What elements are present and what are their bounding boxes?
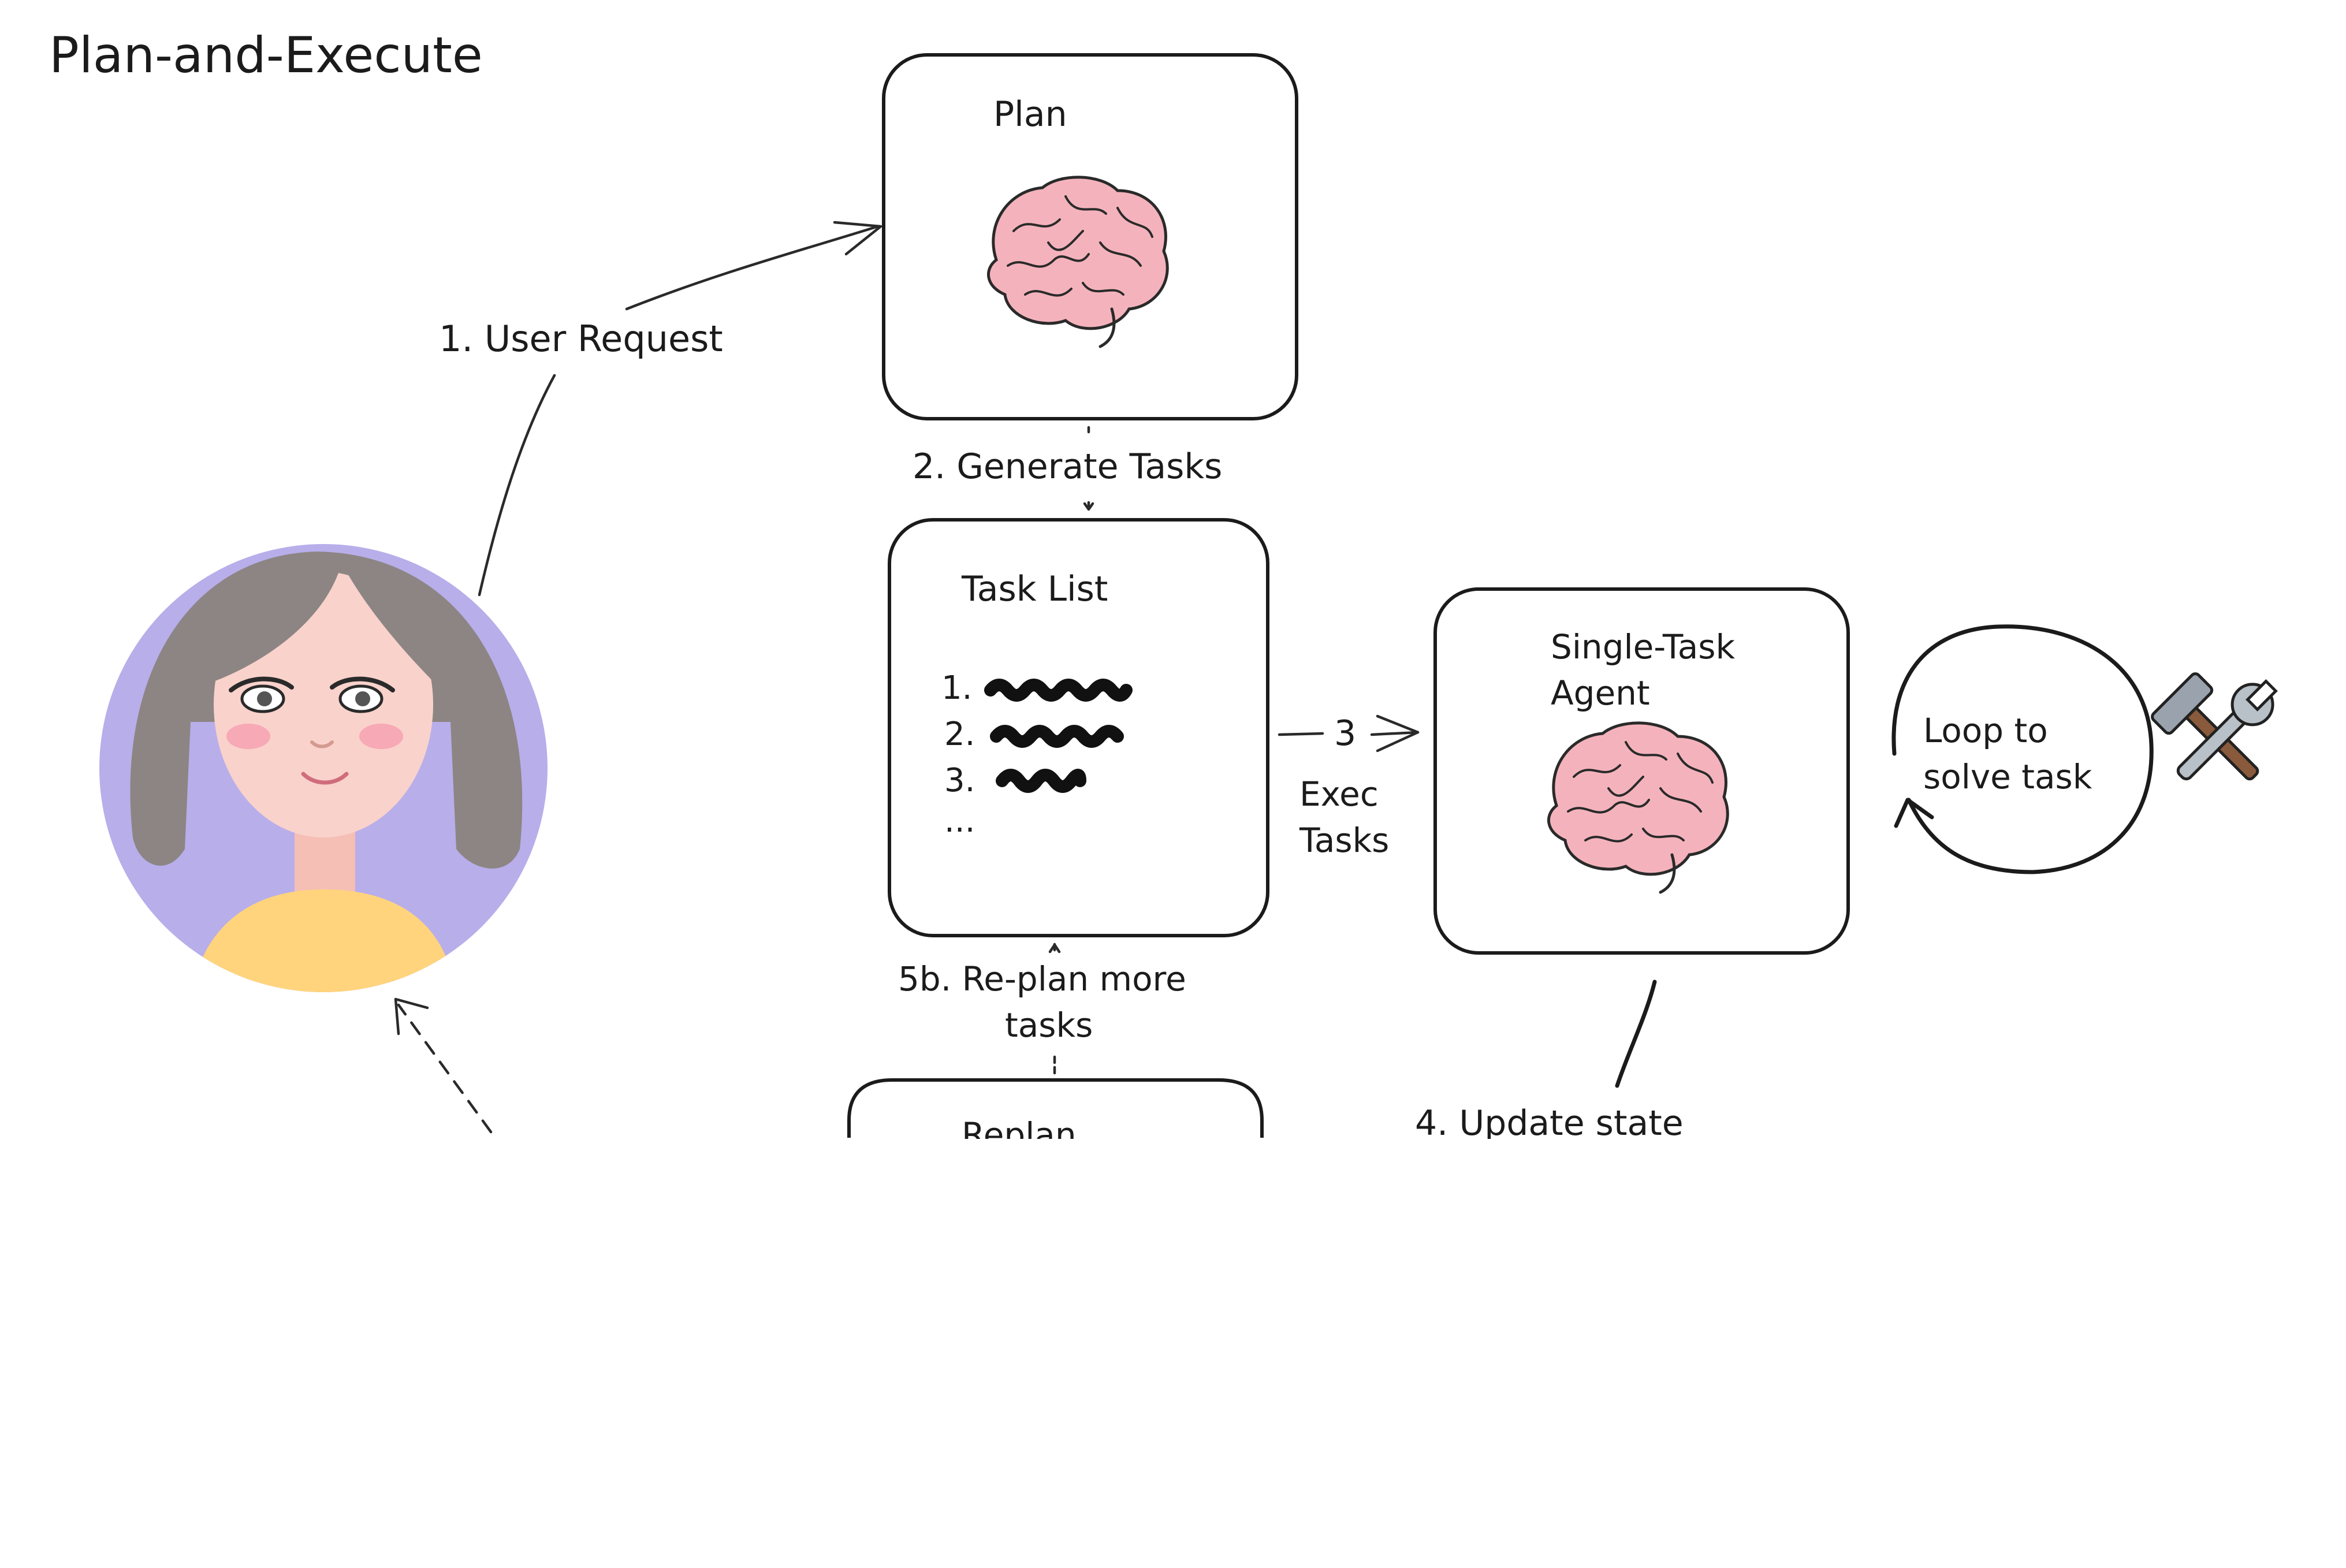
edge-label-generate-tasks: 2. Generate Tasks <box>913 446 1222 487</box>
agent-label-line2: Agent <box>1551 673 1650 713</box>
edge-label-exec-line1: Exec <box>1299 774 1379 814</box>
edge-label-update-state: 4. Update state <box>1415 1103 1684 1144</box>
task-item-number: 1. <box>941 669 972 707</box>
hammer-and-wrench-icon <box>2151 672 2278 781</box>
loop-label-line2: solve task <box>1923 757 2092 796</box>
task-items: 1. 2. 3. ... <box>941 669 1133 840</box>
task-item-ellipsis: ... <box>944 802 975 840</box>
redacted-task-scribble <box>990 725 1124 748</box>
plan-label: Plan <box>993 94 1067 135</box>
task-list-label: Task List <box>961 569 1108 609</box>
edge-label-exec-number: 3 <box>1334 713 1356 754</box>
edge-label-exec-line2: Tasks <box>1299 821 1389 860</box>
user-avatar <box>99 544 548 992</box>
redacted-task-scribble <box>984 679 1133 702</box>
task-item-number: 3. <box>944 762 975 799</box>
redacted-task-scribble <box>996 769 1086 793</box>
edge-label-replan-line1: 5b. Re-plan more <box>898 959 1186 999</box>
diagram-title: Plan-and-Execute <box>49 27 483 84</box>
edge-label-user-request: 1. User Request <box>439 318 723 360</box>
agent-label-line1: Single-Task <box>1551 627 1735 666</box>
blank-area <box>0 1139 2346 1568</box>
loop-arrow <box>1891 624 2154 874</box>
edge-label-replan-line2: tasks <box>1005 1005 1093 1045</box>
task-item-number: 2. <box>944 716 975 753</box>
loop-label-line1: Loop to <box>1923 711 2048 750</box>
replan-node <box>847 1078 1264 1138</box>
